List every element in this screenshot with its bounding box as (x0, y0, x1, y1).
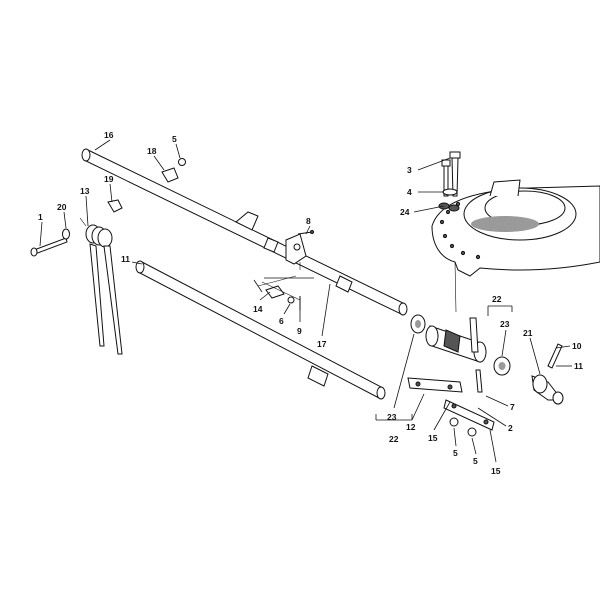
label-3: 3 (407, 165, 412, 175)
lower-shaft (135, 260, 386, 400)
upper-shaft (81, 148, 408, 316)
washer-20 (62, 228, 70, 240)
label-21: 21 (523, 328, 533, 338)
label-5-top: 5 (172, 134, 177, 144)
spring-tine (79, 217, 123, 355)
deck-housing (431, 179, 600, 313)
bolt-5-lower (475, 369, 483, 393)
bushing-23-left (410, 314, 426, 334)
knob-21 (531, 374, 564, 405)
label-23-left: 23 (387, 412, 397, 422)
label-19: 19 (104, 174, 114, 184)
label-24: 24 (400, 207, 410, 217)
label-10: 10 (572, 341, 582, 351)
label-2: 2 (508, 423, 513, 433)
label-23-right: 23 (500, 319, 510, 329)
nut-5-b (467, 427, 477, 437)
label-11-right: 11 (574, 361, 583, 371)
label-13: 13 (80, 186, 90, 196)
label-17: 17 (317, 339, 327, 349)
label-8: 8 (306, 216, 311, 226)
label-20: 20 (57, 202, 67, 212)
leader-lines (39, 139, 572, 463)
screw-10 (547, 343, 563, 369)
nut-5-top (178, 158, 186, 166)
washer-6 (287, 296, 295, 304)
label-1: 1 (38, 212, 43, 222)
bolt-3 (441, 151, 461, 197)
plate-15 (443, 399, 495, 431)
bracket-18 (161, 167, 179, 183)
label-12: 12 (406, 422, 416, 432)
plate-12 (407, 377, 463, 393)
pin-8 (297, 230, 314, 235)
bushing-23-right (493, 356, 511, 376)
label-14: 14 (253, 304, 263, 314)
clip-19 (107, 199, 123, 213)
label-7: 7 (510, 402, 515, 412)
bolt-1 (30, 237, 68, 257)
washer-4 (442, 188, 458, 196)
label-22-bottom: 22 (389, 434, 399, 444)
label-4: 4 (407, 187, 412, 197)
label-11-lower-shaft: 11 (121, 254, 130, 264)
label-15-left: 15 (428, 433, 438, 443)
label-5-a: 5 (453, 448, 458, 458)
label-5-b: 5 (473, 456, 478, 466)
callout-labels: 16 5 18 19 13 20 1 11 8 14 6 9 17 3 4 24… (38, 130, 583, 476)
label-18: 18 (147, 146, 157, 156)
nut-5-a (449, 417, 459, 427)
label-16: 16 (104, 130, 114, 140)
hub-7 (425, 317, 487, 363)
label-22-top: 22 (492, 294, 502, 304)
label-6: 6 (279, 316, 284, 326)
label-9: 9 (297, 326, 302, 336)
label-15-right: 15 (491, 466, 501, 476)
